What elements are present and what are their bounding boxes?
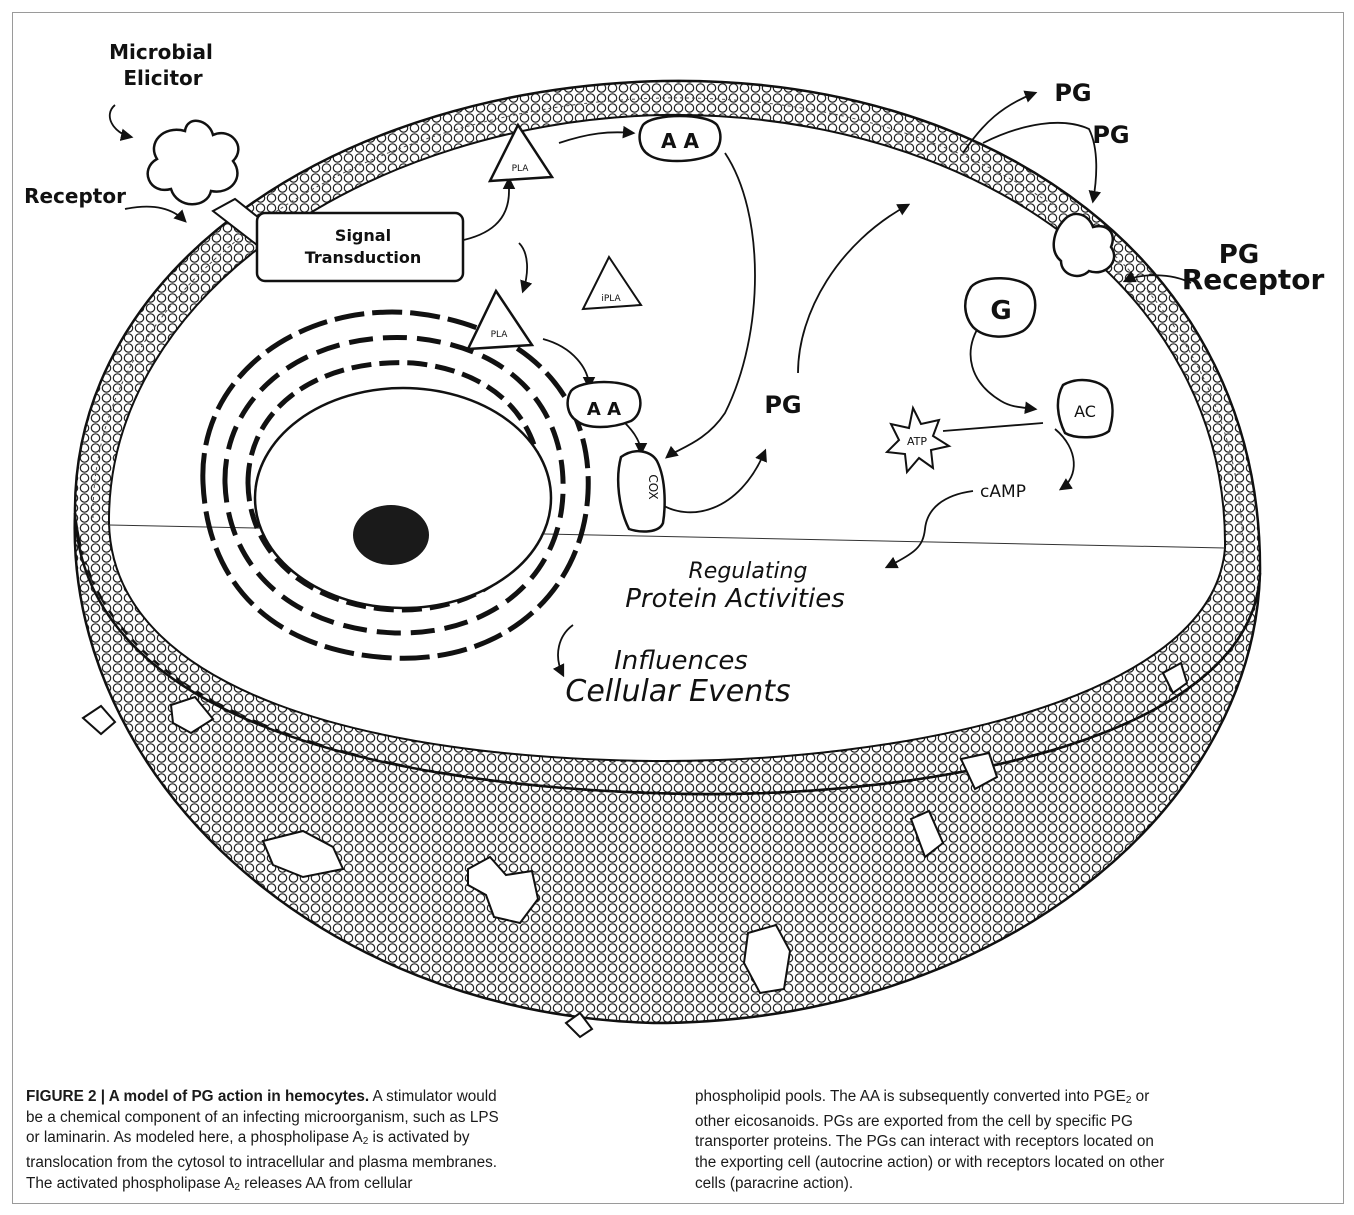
caption-figure-label: FIGURE 2 | A model of PG action in hemoc… — [26, 1088, 369, 1105]
svg-text:A A: A A — [661, 129, 699, 153]
caption-line: The activated phospholipase A2 releases … — [26, 1174, 626, 1199]
pg-receptor-label: Receptor — [1182, 263, 1325, 296]
caption-line: or laminarin. As modeled here, a phospho… — [26, 1128, 626, 1153]
cox-enzyme: COX — [618, 451, 664, 531]
caption-line: the exporting cell (autocrine action) or… — [695, 1153, 1295, 1174]
svg-text:G: G — [990, 296, 1011, 326]
svg-text:A A: A A — [587, 399, 621, 420]
signal-transduction-box — [257, 213, 463, 281]
influences-label: Influences — [614, 646, 748, 676]
regulating-label: Regulating — [689, 559, 808, 584]
caption-right-column: phospholipid pools. The AA is subsequent… — [695, 1087, 1295, 1195]
caption-line: other eicosanoids. PGs are exported from… — [695, 1112, 1295, 1133]
pg-label-exported: PG — [1054, 79, 1091, 107]
caption-line: translocation from the cytosol to intrac… — [26, 1153, 626, 1174]
aa-membrane: A A — [640, 116, 721, 161]
pg-label-second: PG — [1092, 121, 1129, 149]
elicitor-label: Elicitor — [123, 66, 202, 90]
caption-left-column: FIGURE 2 | A model of PG action in hemoc… — [26, 1087, 626, 1199]
g-protein: G — [965, 278, 1035, 336]
svg-text:iPLA: iPLA — [601, 294, 621, 304]
caption-line: transporter proteins. The PGs can intera… — [695, 1132, 1295, 1153]
svg-text:PLA: PLA — [491, 330, 509, 340]
receptor-label: Receptor — [24, 184, 126, 208]
caption-line: be a chemical component of an infecting … — [26, 1108, 626, 1129]
svg-text:AC: AC — [1074, 402, 1096, 421]
svg-text:ATP: ATP — [907, 435, 927, 448]
nucleus — [255, 388, 551, 608]
svg-text:COX: COX — [646, 474, 660, 499]
cell-diagram: Signal Transduction PLA PLA iPLA A A A A… — [13, 13, 1343, 1053]
cellular-events-label: Cellular Events — [565, 674, 790, 709]
signal-label: Signal — [335, 226, 391, 245]
svg-text:PLA: PLA — [512, 164, 530, 174]
protein-activities-label: Protein Activities — [625, 584, 845, 614]
nucleolus — [353, 505, 429, 565]
microbial-label: Microbial — [109, 40, 213, 64]
microbial-receptor — [148, 121, 273, 245]
caption-line: cells (paracrine action). — [695, 1174, 1295, 1195]
caption-line: phospholipid pools. The AA is subsequent… — [695, 1087, 1295, 1112]
ac-enzyme: AC — [1058, 380, 1113, 437]
pg-label-cytoplasm: PG — [764, 391, 801, 419]
camp-label: cAMP — [980, 482, 1026, 502]
transduction-label: Transduction — [305, 248, 422, 267]
aa-er: A A — [568, 382, 641, 427]
